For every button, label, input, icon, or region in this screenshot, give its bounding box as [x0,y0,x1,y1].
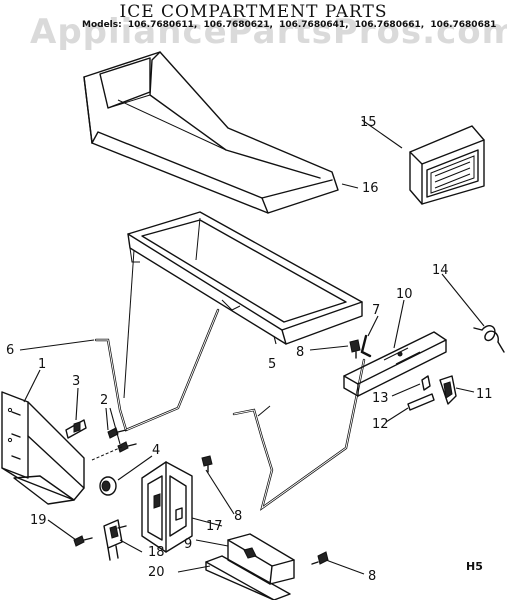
switch-housing-part [141,461,193,553]
model-number: 106.7680611, [127,20,198,30]
wire-bail-left-part [94,217,220,432]
spring-14-part [473,325,505,353]
callout-2: 2 [100,393,108,408]
switch-part [103,519,127,561]
screw-19-part [73,535,93,547]
model-number: 106.7680661, [354,20,425,30]
callout-5: 5 [268,357,276,372]
spring-13-part [421,375,431,391]
page-title: ICE COMPARTMENT PARTS [119,2,388,22]
diagram-code: H5 [466,560,483,573]
callout-12: 12 [372,417,389,432]
callout-13: 13 [372,391,389,406]
callout-10: 10 [396,287,413,302]
shelf-part [127,211,363,345]
model-number: 106.7680641, [279,20,349,30]
mounting-bracket-part [1,391,85,505]
leader-lines [19,119,485,575]
callout-9: 9 [184,537,192,552]
clip-7-part [360,334,372,358]
lever-11-part [439,375,457,405]
callout-18: 18 [148,545,165,560]
callout-17: 17 [206,519,223,534]
model-list: Models: 106.7680611, 106.7680621, 106.76… [82,20,499,30]
pin-12-part [407,393,435,411]
callout-20: 20 [148,565,165,580]
channel-20-part [205,555,291,600]
model-number: 106.7680621, [203,20,273,30]
callout-4: 4 [152,443,160,458]
screws-2-part [91,427,137,461]
callout-1: 1 [38,357,46,372]
fastener-3-part [65,419,87,439]
callout-16: 16 [362,181,379,196]
callout-7: 7 [372,303,380,318]
actuator-arm-part [343,331,447,397]
callout-11: 11 [476,387,493,402]
callout-14: 14 [432,263,449,278]
callout-6: 6 [6,343,14,358]
roller-4-part [99,476,117,496]
wire-bail-right-part [232,358,366,511]
ice-bin-part [83,51,339,214]
models-label: Models: [82,20,122,30]
callout-8: 8 [234,509,242,524]
bracket-9-part [227,533,295,585]
bin-front-cover-part [409,125,485,205]
callout-8: 8 [296,345,304,360]
screw-8-part [201,339,361,565]
callout-labels: 1 2 3 4 5 6 7 8 8 8 9 10 11 12 13 14 15 … [6,115,493,584]
callout-8: 8 [368,569,376,584]
callout-15: 15 [360,115,377,130]
callout-19: 19 [30,513,47,528]
callout-3: 3 [72,374,80,389]
model-number: 106.7680681 [430,20,497,30]
